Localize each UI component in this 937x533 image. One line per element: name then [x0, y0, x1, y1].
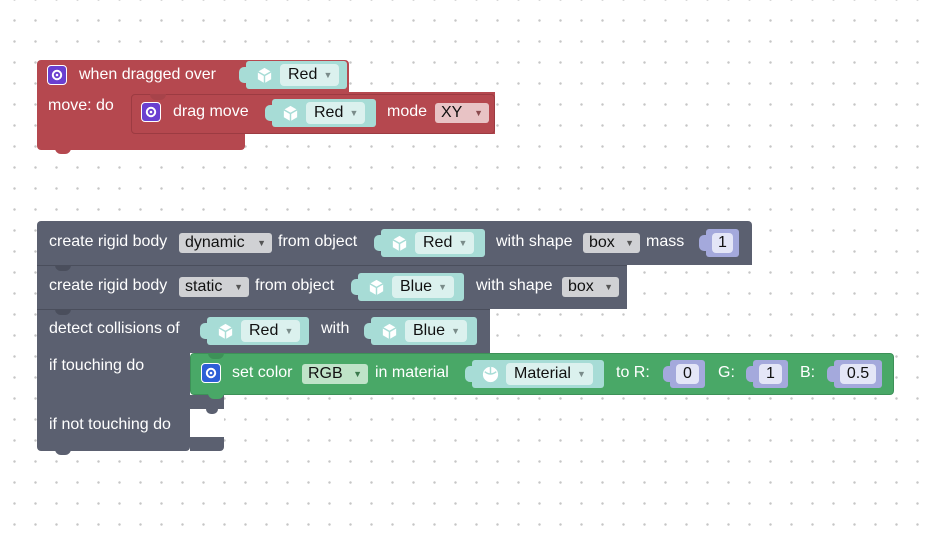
g-number-reporter[interactable]: 1 — [746, 360, 788, 388]
with-shape-label: with shape — [476, 277, 553, 294]
event-title: when dragged over — [79, 66, 216, 83]
object-dropdown[interactable]: Blue▼ — [405, 320, 468, 342]
cube-icon — [382, 323, 397, 340]
from-object-label: from object — [255, 277, 335, 294]
empty-statement-slot[interactable] — [190, 409, 224, 437]
object-dropdown[interactable]: Blue▼ — [392, 276, 455, 298]
material-sphere-icon — [482, 366, 499, 383]
object-reporter-blue[interactable]: Blue▼ — [364, 317, 477, 345]
object-reporter-red[interactable]: Red▼ — [374, 229, 485, 257]
object-reporter-red[interactable]: Red▼ — [239, 61, 347, 89]
object-reporter-blue[interactable]: Blue▼ — [351, 273, 464, 301]
b-label: B: — [800, 364, 816, 381]
mass-input[interactable]: 1 — [712, 233, 733, 253]
r-number-reporter[interactable]: 0 — [663, 360, 705, 388]
in-material-label: in material — [375, 364, 449, 381]
with-shape-label: with shape — [496, 233, 573, 250]
r-label: to R: — [616, 364, 650, 381]
object-dropdown[interactable]: Red▼ — [306, 102, 366, 124]
b-input[interactable]: 0.5 — [840, 364, 876, 384]
mode-label: mode — [387, 103, 428, 120]
create-rigid-body-label: create rigid body — [49, 233, 168, 250]
cube-icon — [283, 105, 298, 122]
cube-icon — [257, 67, 272, 84]
body-type-dropdown[interactable]: dynamic▼ — [179, 233, 272, 253]
b-number-reporter[interactable]: 0.5 — [827, 360, 882, 388]
gear-icon[interactable] — [47, 65, 67, 85]
drag-move-label: drag move — [173, 103, 249, 120]
set-color-label: set color — [232, 364, 293, 381]
event-do-label: move: do — [48, 97, 114, 114]
object-reporter-red[interactable]: Red▼ — [200, 317, 309, 345]
from-object-label: from object — [278, 233, 358, 250]
mass-label: mass — [646, 233, 685, 250]
material-reporter[interactable]: Material▼ — [465, 360, 604, 388]
with-label: with — [321, 320, 350, 337]
r-input[interactable]: 0 — [676, 364, 699, 384]
if-touching-label: if touching do — [49, 357, 145, 374]
if-not-touching-label: if not touching do — [49, 416, 171, 433]
gear-icon[interactable] — [201, 363, 221, 383]
shape-dropdown[interactable]: box▼ — [583, 233, 640, 253]
material-dropdown[interactable]: Material▼ — [506, 363, 593, 385]
create-rigid-body-label: create rigid body — [49, 277, 168, 294]
object-dropdown[interactable]: Red▼ — [241, 320, 301, 342]
cube-icon — [218, 323, 233, 340]
mass-number-reporter[interactable]: 1 — [699, 229, 739, 257]
gear-icon[interactable] — [141, 102, 161, 122]
color-mode-dropdown[interactable]: RGB▼ — [302, 364, 368, 384]
g-label: G: — [718, 364, 735, 381]
detect-collisions-label: detect collisions of — [49, 320, 180, 337]
object-dropdown[interactable]: Red▼ — [415, 232, 475, 254]
g-input[interactable]: 1 — [759, 364, 782, 384]
object-dropdown[interactable]: Red▼ — [280, 64, 340, 86]
mode-dropdown[interactable]: XY▼ — [435, 103, 489, 123]
cube-icon — [369, 279, 384, 296]
object-reporter-red[interactable]: Red▼ — [265, 99, 376, 127]
body-type-dropdown[interactable]: static▼ — [179, 277, 249, 297]
shape-dropdown[interactable]: box▼ — [562, 277, 619, 297]
cube-icon — [392, 235, 407, 252]
